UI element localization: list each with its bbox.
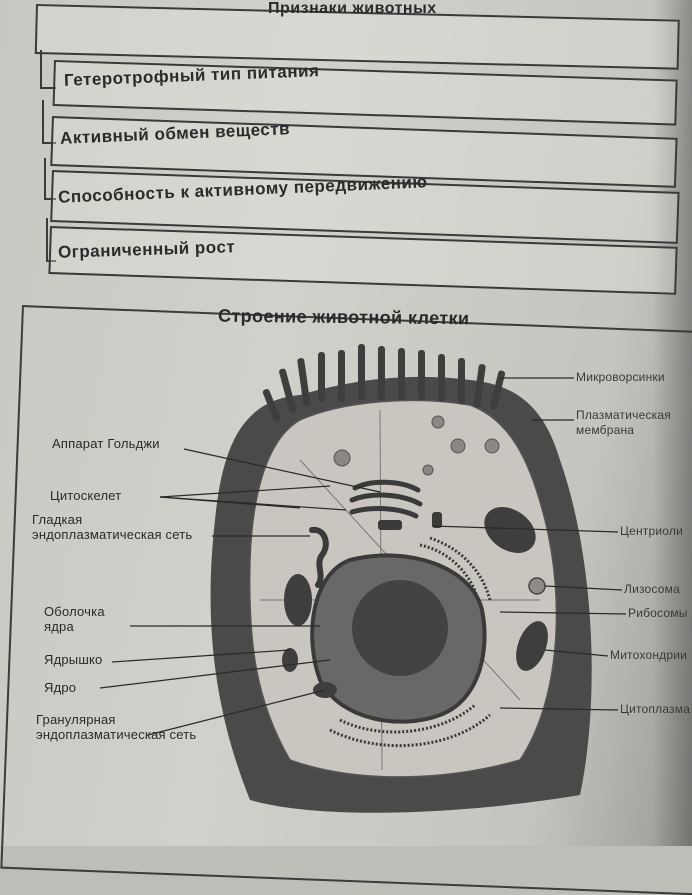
label-golgi: Аппарат Гольджи [52,436,160,451]
label-nucleolus: Ядрышко [44,652,103,667]
centriole-2 [432,512,442,528]
signs-bracket-3 [44,158,56,200]
book-spine-shadow [652,0,692,846]
vesicles [333,415,500,476]
centriole [378,520,402,530]
mitochondrion-3 [516,621,548,671]
label-lysosome: Лизосома [624,582,680,596]
mitochondrion-1 [484,507,536,553]
label-microvilli: Микроворсинки [576,370,665,384]
label-ribosomes: Рибосомы [628,606,688,620]
lysosome [528,577,546,595]
signs-bracket-1 [40,50,56,89]
label-rough-er: Гранулярная эндоплазматическая сеть [36,712,197,742]
signs-bracket-2 [42,100,56,144]
leader-lines [99,377,627,736]
label-cytoplasm: Цитоплазма [620,702,690,716]
smooth-er [309,526,329,588]
golgi-apparatus [349,479,423,519]
mitochondrion-4 [282,648,298,672]
signs-title: Признаки животных [268,0,437,17]
nucleolus [352,580,448,676]
label-nuclear-envelope: Оболочка ядра [44,604,105,634]
label-nucleus: Ядро [44,680,77,695]
microvilli [262,344,506,422]
label-cytoskeleton: Цитоскелет [50,488,122,503]
rough-er [329,536,492,748]
cell-diagram [99,344,627,813]
label-centrioles: Центриоли [620,524,683,538]
label-smooth-er: Гладкая эндоплазматическая сеть [32,512,193,542]
label-plasma-membrane: Плазматическая мембрана [576,408,671,437]
signs-bracket-4 [46,218,56,262]
label-mitochondria: Митохондрии [610,648,688,662]
mitochondrion-2 [284,574,312,626]
